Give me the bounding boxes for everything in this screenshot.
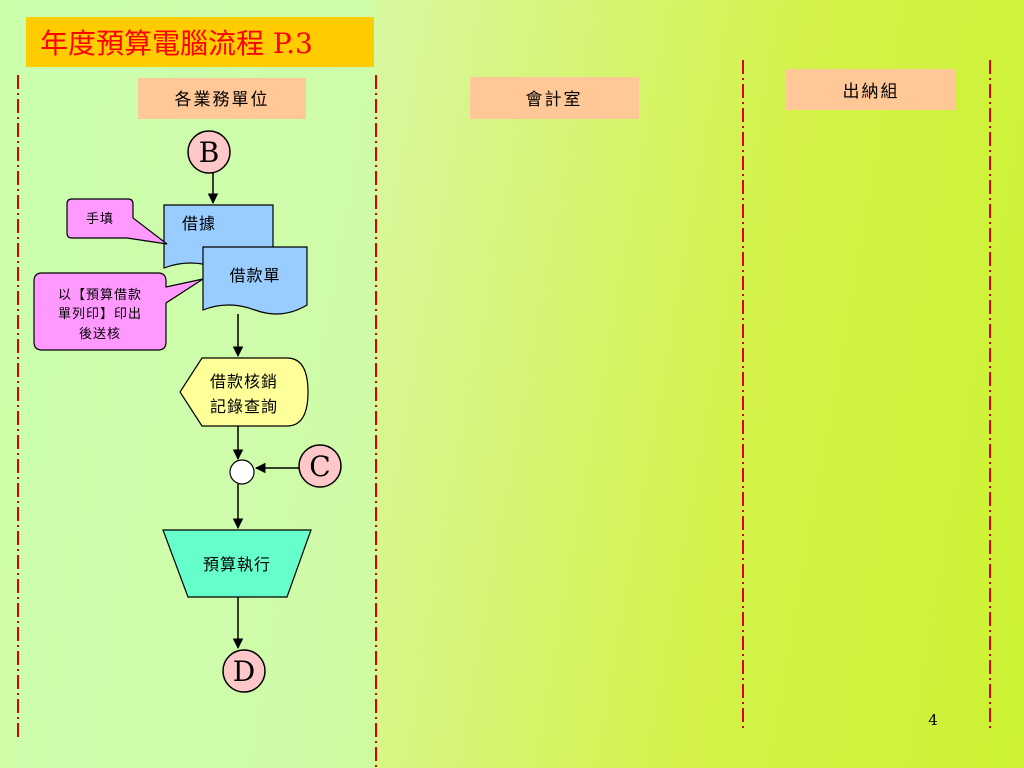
connector-c: C xyxy=(298,444,342,488)
connector-b: B xyxy=(187,130,231,174)
svg-text:B: B xyxy=(199,136,220,169)
callout-handfill: 手填 xyxy=(66,198,168,245)
svg-text:借款單: 借款單 xyxy=(229,266,280,285)
svg-text:記錄查詢: 記錄查詢 xyxy=(210,397,278,416)
svg-text:借款核銷: 借款核銷 xyxy=(210,372,278,391)
svg-text:手填: 手填 xyxy=(86,212,114,227)
junction-node xyxy=(229,459,255,485)
callout-print-instruction: 以【預算借款 單列印】印出 後送核 xyxy=(33,272,204,351)
page-number: 4 xyxy=(928,711,938,729)
svg-text:單列印】印出: 單列印】印出 xyxy=(58,307,142,322)
svg-text:借據: 借據 xyxy=(182,214,216,233)
svg-text:以【預算借款: 以【預算借款 xyxy=(58,288,142,303)
svg-text:各業務單位: 各業務單位 xyxy=(175,90,270,110)
svg-text:預算執行: 預算執行 xyxy=(203,555,271,574)
document-loan-form: 借款單 xyxy=(202,246,308,315)
svg-text:會計室: 會計室 xyxy=(526,90,583,110)
slide-title: 年度預算電腦流程 P.3 xyxy=(26,17,374,67)
manual-operation-budget-execution: 預算執行 xyxy=(162,529,312,598)
lane-header-accounting: 會計室 xyxy=(470,77,639,119)
lane-header-business-units: 各業務單位 xyxy=(138,78,306,119)
lane-header-cashier: 出納組 xyxy=(786,69,956,110)
svg-text:出納組: 出納組 xyxy=(843,82,900,102)
connector-d: D xyxy=(222,649,266,693)
svg-text:年度預算電腦流程 P.3: 年度預算電腦流程 P.3 xyxy=(40,27,313,60)
svg-text:C: C xyxy=(309,450,330,483)
svg-text:D: D xyxy=(233,655,255,688)
svg-text:後送核: 後送核 xyxy=(79,327,121,342)
display-loan-writeoff-query: 借款核銷 記錄查詢 xyxy=(179,357,309,427)
